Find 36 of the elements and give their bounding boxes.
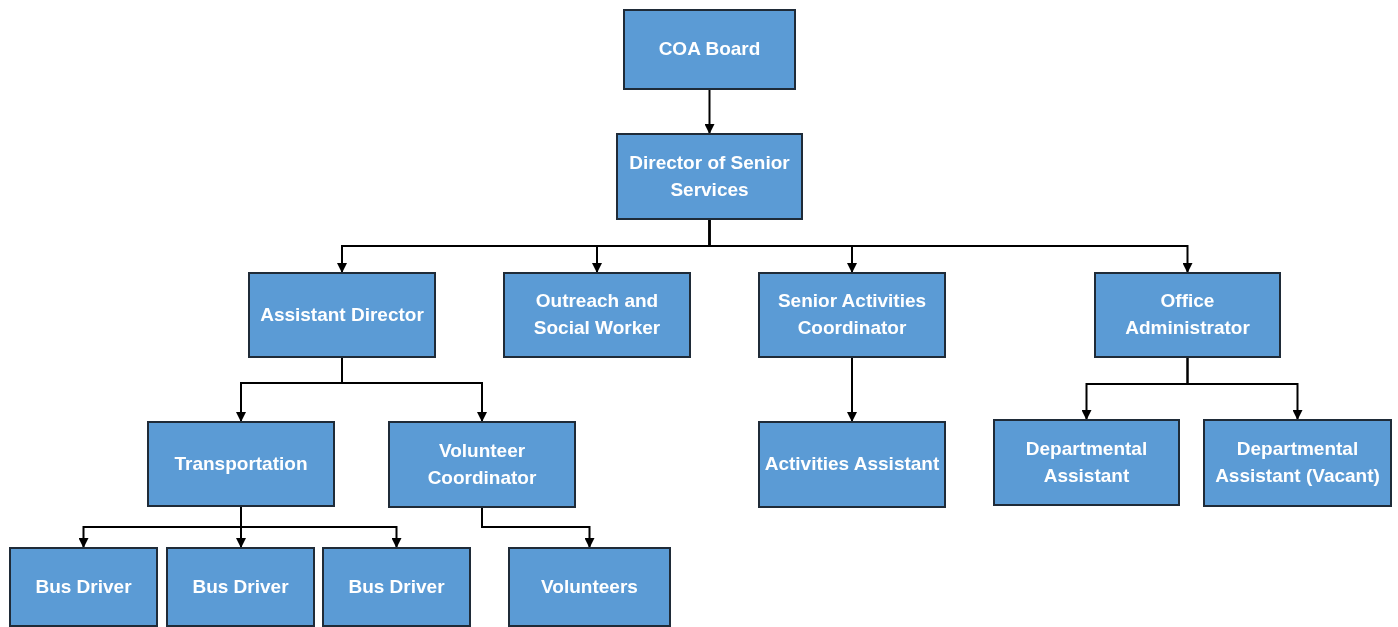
role-box (758, 421, 946, 508)
role-box (147, 421, 335, 507)
role-box (993, 419, 1180, 506)
role-box (166, 547, 315, 627)
role-title: Bus Driver (192, 574, 289, 599)
role-title: Senior Activities Coordinator (776, 289, 928, 340)
connector-arrow (704, 89, 715, 134)
role-box (388, 421, 576, 508)
role-box (1203, 419, 1392, 507)
role-title: Bus Driver (35, 574, 132, 599)
role-title: Bus Driver (348, 574, 445, 599)
connector-arrow (1186, 357, 1303, 420)
role-title: Outreach and Social Worker (532, 289, 662, 340)
connector-arrow (708, 219, 1193, 273)
role-title: Assistant Director (260, 302, 424, 327)
role-title: COA Board (658, 37, 761, 62)
role-title: Office Administrator (1124, 289, 1251, 340)
role-box (623, 9, 796, 90)
role-title: Departmental Assistant (Vacant) (1214, 437, 1381, 488)
role-box (322, 547, 471, 627)
role-box (616, 133, 803, 220)
connector-arrow (481, 507, 595, 548)
role-title: Activities Assistant (764, 452, 940, 477)
role-box (508, 547, 671, 627)
role-box (758, 272, 946, 358)
role-title: Director of Senior Services (628, 150, 791, 202)
role-title: Volunteer Coordinator (426, 438, 538, 490)
role-title: Transportation (174, 451, 308, 476)
role-title: Departmental Assistant (1024, 436, 1149, 488)
role-box (503, 272, 691, 358)
role-box (1094, 272, 1281, 358)
role-box (9, 547, 158, 627)
role-box (248, 272, 436, 358)
connector-arrow (847, 357, 857, 422)
connector-arrow (341, 357, 487, 422)
role-title: Volunteers (541, 574, 638, 599)
